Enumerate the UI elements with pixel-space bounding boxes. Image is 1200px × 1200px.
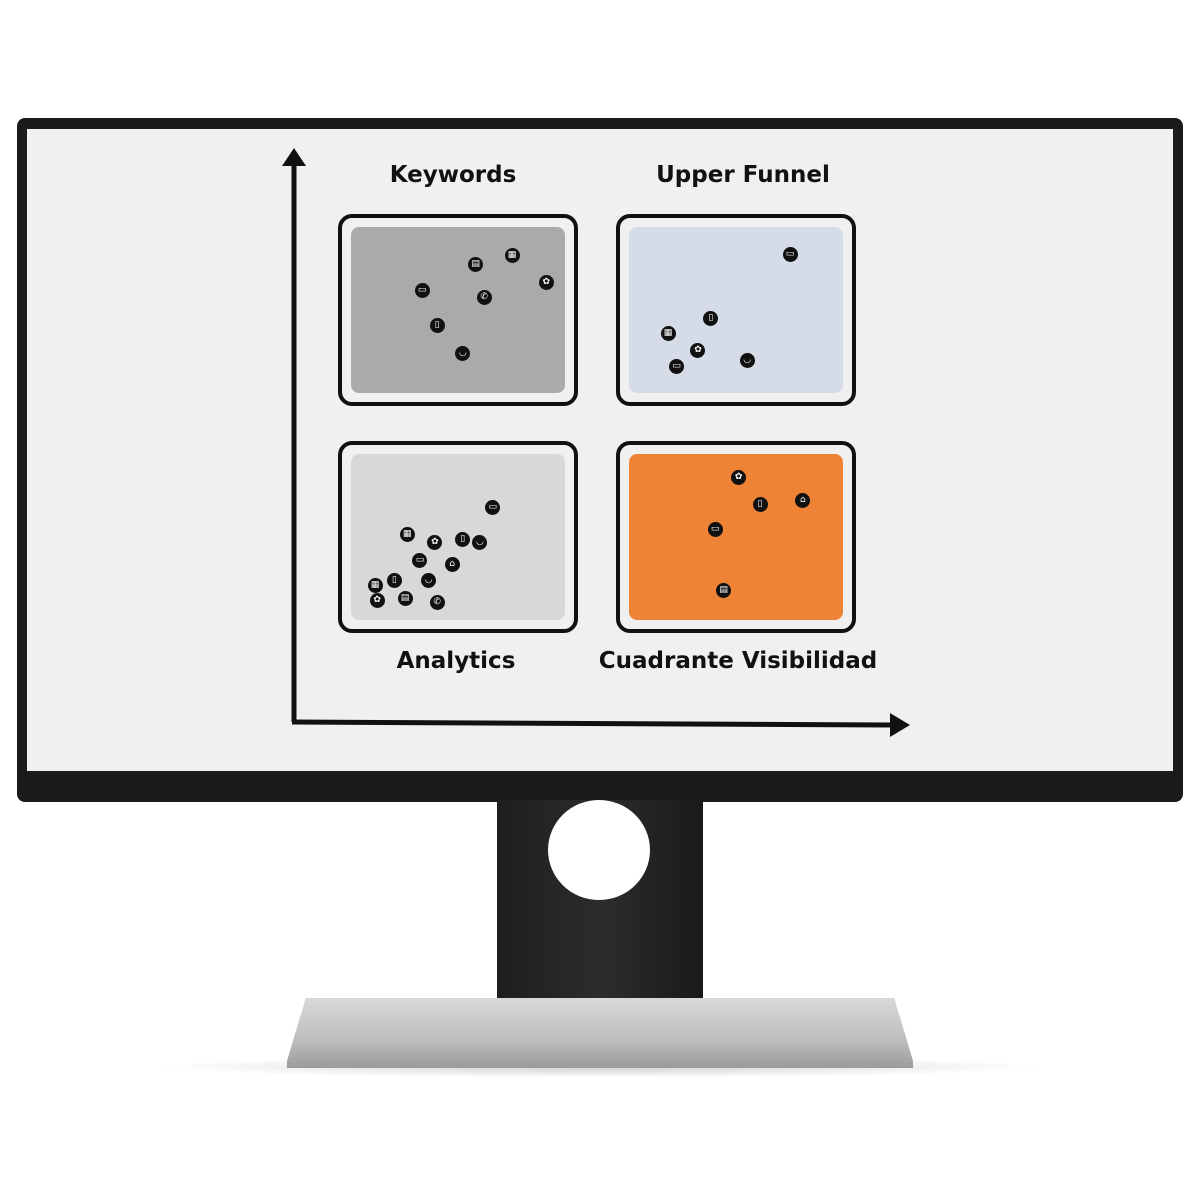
plant-icon: ✿ (538, 274, 554, 290)
plant-icon: ✿ (731, 470, 747, 486)
quadrant-label-keywords: Keywords (389, 162, 517, 188)
monitor-screen (27, 129, 1173, 771)
chat-icon: ▭ (669, 359, 685, 375)
chat-icon: ▭ (707, 521, 723, 537)
bottle-icon: ▯ (752, 496, 768, 512)
plant-icon: ✿ (690, 342, 706, 358)
quadrant-upper-funnel: ▭ ▯ ▦ ✿ ▭ ◡ (616, 214, 856, 406)
home-icon: ⌂ (444, 556, 460, 572)
x-axis (291, 719, 891, 728)
quadrant-visibility: ✿ ▯ ⌂ ▭ ▤ (616, 441, 856, 633)
plant-icon: ✿ (369, 593, 385, 609)
chat-icon: ▭ (414, 283, 430, 299)
quadrant-area: ▭ ▯ ▦ ✿ ▭ ◡ (629, 227, 843, 393)
diagram-axes (282, 148, 910, 737)
phone-icon: ✆ (429, 594, 445, 610)
phone-icon: ✆ (476, 289, 492, 305)
calendar-icon: ▦ (399, 526, 415, 542)
x-axis-arrow-icon (890, 713, 910, 737)
smile-icon: ◡ (421, 573, 437, 589)
smile-icon: ◡ (472, 534, 488, 550)
quadrant-area: ▭▦✿▯◡▭⌂▯◡▦✿▤✆ (351, 454, 565, 620)
quadrant-area: ▤ ▦ ▭ ✆ ✿ ▯ ◡ (351, 227, 565, 393)
document-icon: ▤ (468, 256, 484, 272)
smile-icon: ◡ (739, 352, 755, 368)
monitor-stand-cable-hole (548, 800, 650, 900)
quadrant-analytics: ▭▦✿▯◡▭⌂▯◡▦✿▤✆ (338, 441, 578, 633)
bottle-icon: ▯ (455, 531, 471, 547)
bottle-icon: ▯ (386, 573, 402, 589)
chat-icon: ▭ (782, 246, 798, 262)
monitor-stand-base (287, 998, 913, 1068)
calendar-icon: ▦ (504, 248, 520, 264)
bottle-icon: ▯ (429, 317, 445, 333)
plant-icon: ✿ (427, 534, 443, 550)
y-axis-arrow-icon (282, 148, 306, 166)
quadrant-label-upper-funnel: Upper Funnel (656, 162, 830, 188)
quadrant-keywords: ▤ ▦ ▭ ✆ ✿ ▯ ◡ (338, 214, 578, 406)
smile-icon: ◡ (455, 346, 471, 362)
chat-icon: ▭ (485, 500, 501, 516)
home-icon: ⌂ (795, 493, 811, 509)
quadrant-area: ✿ ▯ ⌂ ▭ ▤ (629, 454, 843, 620)
quadrant-label-analytics: Analytics (396, 648, 516, 674)
calendar-icon: ▦ (660, 326, 676, 342)
document-icon: ▤ (716, 583, 732, 599)
quadrant-label-visibility: Cuadrante Visibilidad (598, 648, 878, 674)
document-icon: ▤ (397, 591, 413, 607)
chat-icon: ▭ (412, 553, 428, 569)
calendar-icon: ▦ (367, 578, 383, 594)
bottle-icon: ▯ (703, 311, 719, 327)
